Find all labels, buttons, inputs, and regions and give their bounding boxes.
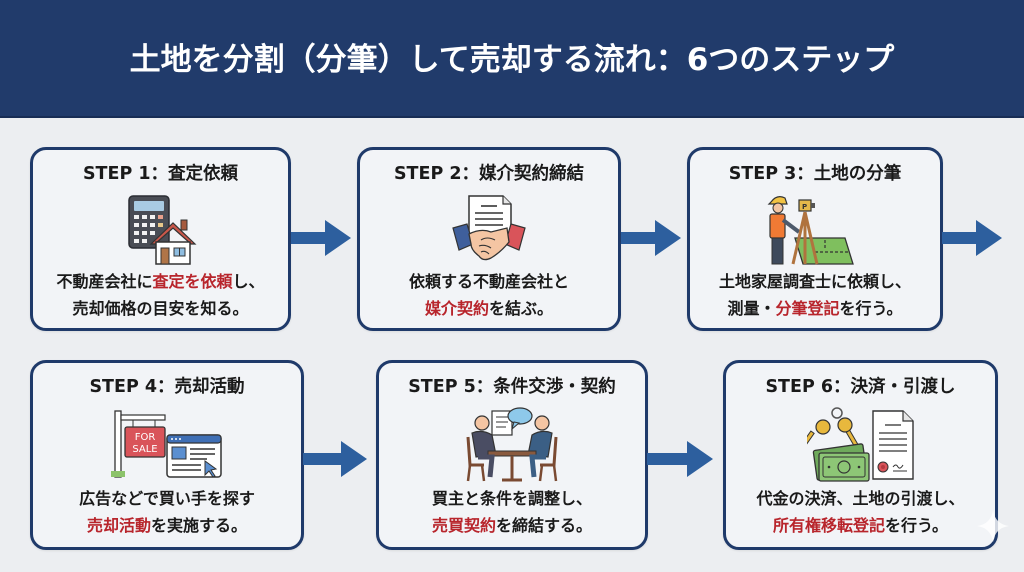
highlight-text: 売却活動 (86, 516, 151, 535)
surveyor-icon: P (765, 194, 865, 266)
calculator-house-icon (123, 194, 199, 266)
page-title: 土地を分割（分筆）して売却する流れ：6つのステップ (129, 41, 895, 78)
step-description: 買主と条件を調整し、 売買契約を締結する。 (379, 485, 645, 539)
arrow-right-icon (942, 220, 1002, 256)
header-banner: 土地を分割（分筆）して売却する流れ：6つのステップ (0, 0, 1024, 118)
description-line-1: 代金の決済、土地の引渡し、 (756, 489, 965, 508)
description-line-1: 広告などで買い手を探す (79, 489, 255, 508)
step-card-4: STEP 4：売却活動 FOR SALE 広告などで買い手を探す 売却活動を実施… (30, 360, 304, 550)
arrow-right-icon (291, 220, 351, 256)
description-line-2: 所有権移転登記を行う。 (772, 516, 949, 535)
description-line-2: 売却価格の目安を知る。 (72, 299, 249, 318)
step-description: 土地家屋調査士に依頼し、 測量・分筆登記を行う。 (690, 268, 940, 322)
sign-text-for: FOR (135, 432, 156, 443)
step-title: STEP 5：条件交渉・契約 (408, 377, 616, 397)
svg-text:P: P (802, 203, 807, 211)
description-line-1: 不動産会社に査定を依頼し、 (56, 272, 265, 291)
highlight-text: 分筆登記 (775, 299, 840, 318)
step-title: STEP 3：土地の分筆 (728, 164, 902, 184)
step-title: STEP 2：媒介契約締結 (393, 164, 585, 184)
handshake-contract-icon (451, 194, 527, 266)
step-description: 代金の決済、土地の引渡し、 所有権移転登記を行う。 (726, 485, 995, 539)
highlight-text: 媒介契約 (424, 299, 489, 318)
step-title: STEP 1：査定依頼 (82, 164, 239, 184)
description-line-2: 媒介契約を結ぶ。 (424, 299, 554, 318)
keys-money-document-icon (800, 407, 915, 483)
step-description: 不動産会社に査定を依頼し、 売却価格の目安を知る。 (33, 268, 288, 322)
description-line-2: 測量・分筆登記を行う。 (727, 299, 903, 318)
step-title: STEP 6：決済・引渡し (765, 377, 956, 397)
description-line-1: 買主と条件を調整し、 (431, 489, 592, 508)
description-line-1: 土地家屋調査士に依頼し、 (718, 272, 911, 291)
step-card-5: STEP 5：条件交渉・契約 買主と条件を調整し、 売買契約を締結する。 (376, 360, 648, 550)
highlight-text: 査定を依頼 (152, 272, 233, 291)
arrow-right-icon (621, 220, 681, 256)
arrow-right-icon (647, 441, 713, 477)
step-card-2: STEP 2：媒介契約締結 依頼する不動産会社と 媒介契約を結ぶ。 (357, 147, 621, 331)
negotiation-meeting-icon (462, 407, 562, 483)
description-line-1: 依頼する不動産会社と (408, 272, 569, 291)
description-line-2: 売買契約を締結する。 (431, 516, 593, 535)
highlight-text: 所有権移転登記 (772, 516, 885, 535)
sparkle-icon (977, 510, 1009, 542)
arrow-right-icon (303, 441, 367, 477)
for-sale-sign-icon: FOR SALE (109, 409, 225, 481)
step-description: 広告などで買い手を探す 売却活動を実施する。 (33, 485, 301, 539)
step-description: 依頼する不動産会社と 媒介契約を結ぶ。 (360, 268, 618, 322)
step-card-6: STEP 6：決済・引渡し 代金の決済、土地の引渡し、 所有権移転登記を行う。 (723, 360, 998, 550)
step-card-3: STEP 3：土地の分筆 P 土地家屋調査士に依頼し、 測量・分筆登記を行う。 (687, 147, 943, 331)
step-card-1: STEP 1：査定依頼 不動産会社に査定を依頼し、 売却価格の目安を知る。 (30, 147, 291, 331)
step-title: STEP 4：売却活動 (89, 377, 245, 397)
sign-text-sale: SALE (132, 444, 157, 455)
highlight-text: 売買契約 (431, 516, 496, 535)
description-line-2: 売却活動を実施する。 (86, 516, 248, 535)
